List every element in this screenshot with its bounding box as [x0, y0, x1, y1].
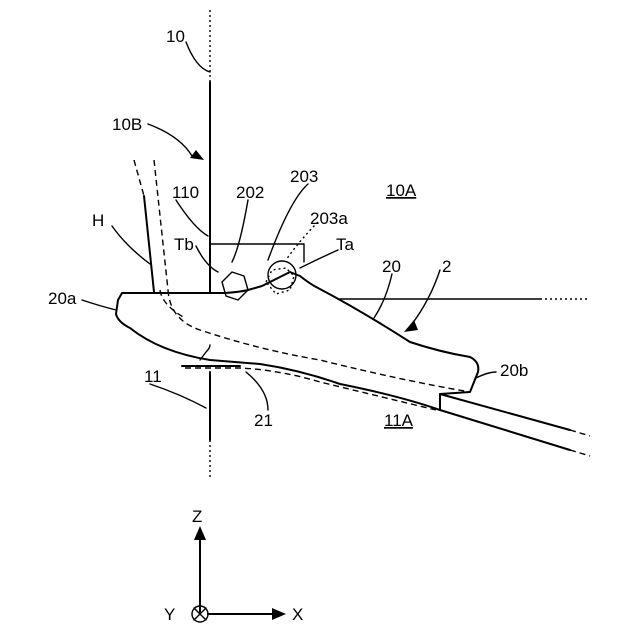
leader-Tb	[196, 246, 218, 272]
label-203a: 203a	[310, 209, 348, 228]
h-line-dash-a	[134, 160, 144, 196]
label-110: 110	[172, 183, 199, 202]
h-line-dash-b	[154, 160, 168, 290]
x-axis-arrowhead	[272, 608, 286, 620]
axis-label-x: X	[292, 605, 303, 624]
leader-20b	[476, 372, 496, 378]
label-H: H	[92, 211, 104, 230]
leader-Ta	[300, 250, 338, 268]
label-10B: 10B	[112, 115, 142, 134]
rail-11A-upper-dash	[570, 430, 590, 436]
label-2: 2	[442, 257, 451, 276]
label-11: 11	[144, 367, 162, 386]
bolt-tb-hexagon	[222, 272, 248, 300]
label-10: 10	[166, 27, 185, 46]
leader-2-arrowhead	[404, 320, 418, 332]
plate-21-hook	[200, 345, 210, 360]
label-203: 203	[290, 167, 318, 186]
axis-label-y: Y	[164, 605, 175, 624]
rail-11A-lower-dash	[570, 450, 590, 456]
leader-10B	[148, 124, 192, 156]
h-line-solid	[144, 196, 154, 292]
leader-H	[112, 226, 150, 264]
leader-11	[150, 384, 206, 408]
axis-label-z: Z	[192, 507, 202, 526]
rail-11A-upper	[440, 394, 570, 430]
label-Tb: Tb	[174, 235, 194, 254]
leader-202	[232, 200, 248, 262]
label-20b: 20b	[500, 361, 528, 380]
leader-20	[374, 274, 392, 318]
label-202: 202	[236, 183, 264, 202]
z-axis-arrowhead	[194, 526, 206, 540]
label-11A: 11A	[384, 411, 414, 430]
bracket-110	[210, 244, 304, 292]
label-21: 21	[254, 411, 273, 430]
label-Ta: Ta	[336, 235, 355, 254]
dashed-curve	[160, 290, 185, 318]
label-10A: 10A	[386, 181, 417, 200]
label-20a: 20a	[48, 289, 77, 308]
member-20-outline	[116, 272, 478, 410]
leader-21	[246, 372, 268, 410]
leader-10	[186, 42, 210, 72]
leader-203	[268, 184, 308, 260]
rail-11A-lower	[440, 410, 570, 450]
label-20: 20	[382, 257, 401, 276]
leader-20a	[82, 300, 116, 310]
leader-110	[176, 200, 208, 236]
leader-2	[412, 270, 440, 324]
